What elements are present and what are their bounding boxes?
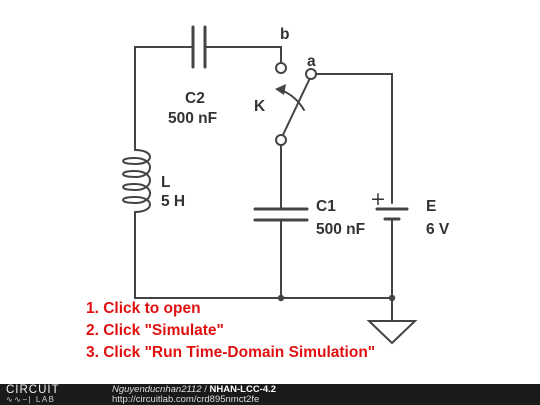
switch-k-label: K xyxy=(254,98,266,115)
meta-separator: / xyxy=(201,384,210,395)
node-a-label: a xyxy=(307,53,316,70)
circuit-title[interactable]: NHAN-LCC-4.2 xyxy=(209,384,277,395)
logo-subline: ∿∿−| LAB xyxy=(6,395,56,404)
ground-symbol xyxy=(366,320,418,345)
author-name[interactable]: Nguyenducnhan2112 xyxy=(112,384,202,395)
wire-top-left xyxy=(134,46,194,151)
switch-k-blade[interactable] xyxy=(280,77,311,140)
source-value-label: 6 V xyxy=(426,221,450,238)
wire-a-to-source xyxy=(315,73,393,204)
c2-name-label: C2 xyxy=(185,90,205,107)
instruction-step-1: 1. Click to open xyxy=(86,300,201,317)
instruction-step-2: 2. Click "Simulate" xyxy=(86,322,224,339)
wire-c2-to-b xyxy=(204,46,282,63)
terminal-pivot[interactable] xyxy=(275,134,287,146)
c1-name-label: C1 xyxy=(316,198,336,215)
inductor-l-coil xyxy=(122,149,151,213)
footer-bar: CIRCUIT ∿∿−| LAB Nguyenducnhan2112 / NHA… xyxy=(0,384,540,405)
switch-k-arrowhead xyxy=(275,84,286,95)
logo-word-circuit: CIRCUIT xyxy=(6,384,60,396)
inductor-value-label: 5 H xyxy=(161,193,185,210)
c1-value-label: 500 nF xyxy=(316,221,365,238)
wire-bottom-rail xyxy=(134,211,393,299)
junction-dot xyxy=(277,294,285,302)
circuit-schematic[interactable]: b a K C2 500 nF L 5 H C1 500 nF + E 6 V xyxy=(0,0,540,384)
circuit-meta: Nguyenducnhan2112 / NHAN-LCC-4.2 xyxy=(112,384,276,395)
terminal-b[interactable] xyxy=(275,62,287,74)
circuit-url-link[interactable]: http://circuitlab.com/crd895nmct2fe xyxy=(112,394,260,405)
circuitlab-logo[interactable]: CIRCUIT xyxy=(6,384,60,396)
source-polarity-label: + xyxy=(370,188,386,210)
junction-dot xyxy=(388,294,396,302)
inductor-name-label: L xyxy=(161,174,170,191)
logo-resistor-icon: ∿∿−| xyxy=(6,395,33,404)
source-name-label: E xyxy=(426,198,436,215)
instruction-step-3: 3. Click "Run Time-Domain Simulation" xyxy=(86,344,376,361)
terminal-a[interactable] xyxy=(305,68,317,80)
c2-value-label: 500 nF xyxy=(168,110,217,127)
node-b-label: b xyxy=(280,26,289,43)
logo-word-lab: LAB xyxy=(35,395,56,404)
